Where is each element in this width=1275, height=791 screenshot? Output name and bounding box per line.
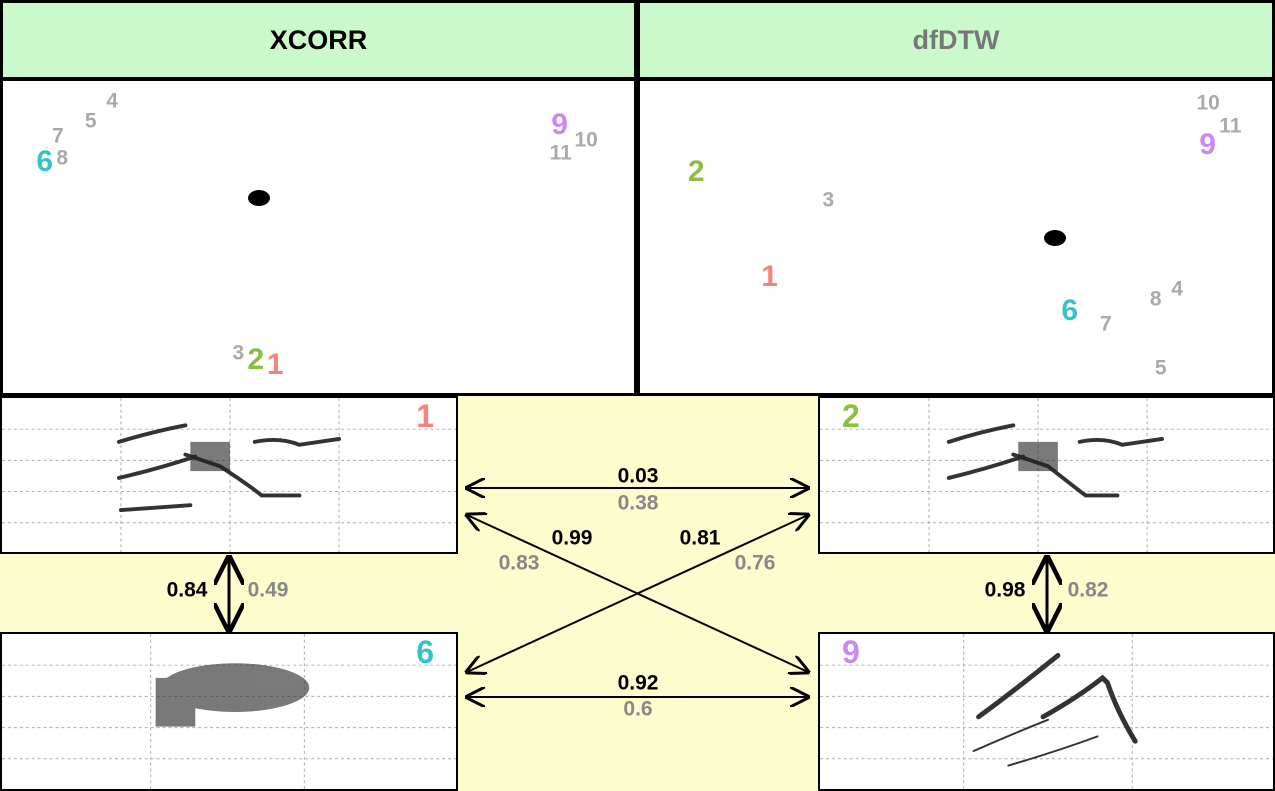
header-xcorr-label: XCORR	[269, 24, 368, 55]
sim-1-6-xcorr: 0.84	[166, 578, 208, 602]
header-dfdtw: dfDTW	[637, 0, 1275, 80]
spectrogram-1-label: 1	[416, 398, 434, 434]
centroid-dot	[247, 190, 270, 206]
sim-2-9-dfdtw: 0.82	[1067, 578, 1109, 602]
point-label-3: 3	[232, 341, 245, 365]
sim-6-2-dfdtw: 0.76	[734, 551, 776, 575]
sim-1-6-dfdtw: 0.49	[247, 578, 289, 602]
point-label-11: 11	[549, 141, 572, 165]
point-label-1: 1	[761, 260, 778, 294]
point-label-7: 7	[1099, 312, 1112, 336]
arrow-6-2	[467, 515, 808, 672]
sim-1-2-dfdtw: 0.38	[617, 491, 659, 515]
spectrogram-6-image	[2, 634, 456, 789]
arrow-1-9	[467, 515, 808, 672]
point-label-9: 9	[551, 108, 568, 142]
sim-6-9-dfdtw: 0.6	[623, 697, 653, 721]
point-label-8: 8	[1149, 287, 1162, 311]
spectrogram-1-image	[2, 398, 456, 552]
point-label-2: 2	[247, 343, 265, 377]
spectrogram-1: 1	[0, 396, 458, 554]
point-label-5: 5	[1154, 356, 1167, 380]
centroid-dot	[1044, 229, 1067, 246]
spectrogram-9-image	[820, 634, 1273, 789]
spectrogram-6-label: 6	[416, 634, 434, 670]
sim-6-9-xcorr: 0.92	[617, 671, 659, 695]
point-label-8: 8	[56, 146, 69, 170]
point-label-3: 3	[822, 188, 835, 212]
point-label-1: 1	[266, 348, 284, 382]
spectrogram-2: 2	[818, 396, 1275, 554]
spectrogram-6: 6	[0, 632, 458, 791]
header-dfdtw-label: dfDTW	[912, 24, 1000, 55]
point-label-10: 10	[1196, 91, 1220, 115]
point-label-6: 6	[1061, 293, 1079, 327]
point-label-4: 4	[1171, 277, 1184, 301]
spectrogram-2-image	[820, 398, 1273, 552]
point-label-11: 11	[1219, 114, 1242, 138]
sim-6-2-xcorr: 0.81	[679, 526, 721, 550]
spectrogram-9-label: 9	[842, 634, 860, 670]
sim-2-9-xcorr: 0.98	[984, 578, 1026, 602]
point-label-2: 2	[687, 155, 705, 189]
sim-1-9-xcorr: 0.99	[551, 526, 593, 550]
point-label-9: 9	[1199, 128, 1216, 162]
point-label-4: 4	[106, 89, 118, 113]
spectrogram-9: 9	[818, 632, 1275, 791]
sim-1-9-dfdtw: 0.83	[498, 551, 540, 575]
point-label-6: 6	[36, 145, 54, 179]
point-label-7: 7	[52, 124, 64, 148]
header-xcorr: XCORR	[0, 0, 637, 80]
spectrogram-2-label: 2	[842, 398, 860, 434]
point-label-10: 10	[574, 128, 598, 152]
point-label-5: 5	[84, 109, 97, 133]
sim-1-2-xcorr: 0.03	[617, 464, 659, 488]
